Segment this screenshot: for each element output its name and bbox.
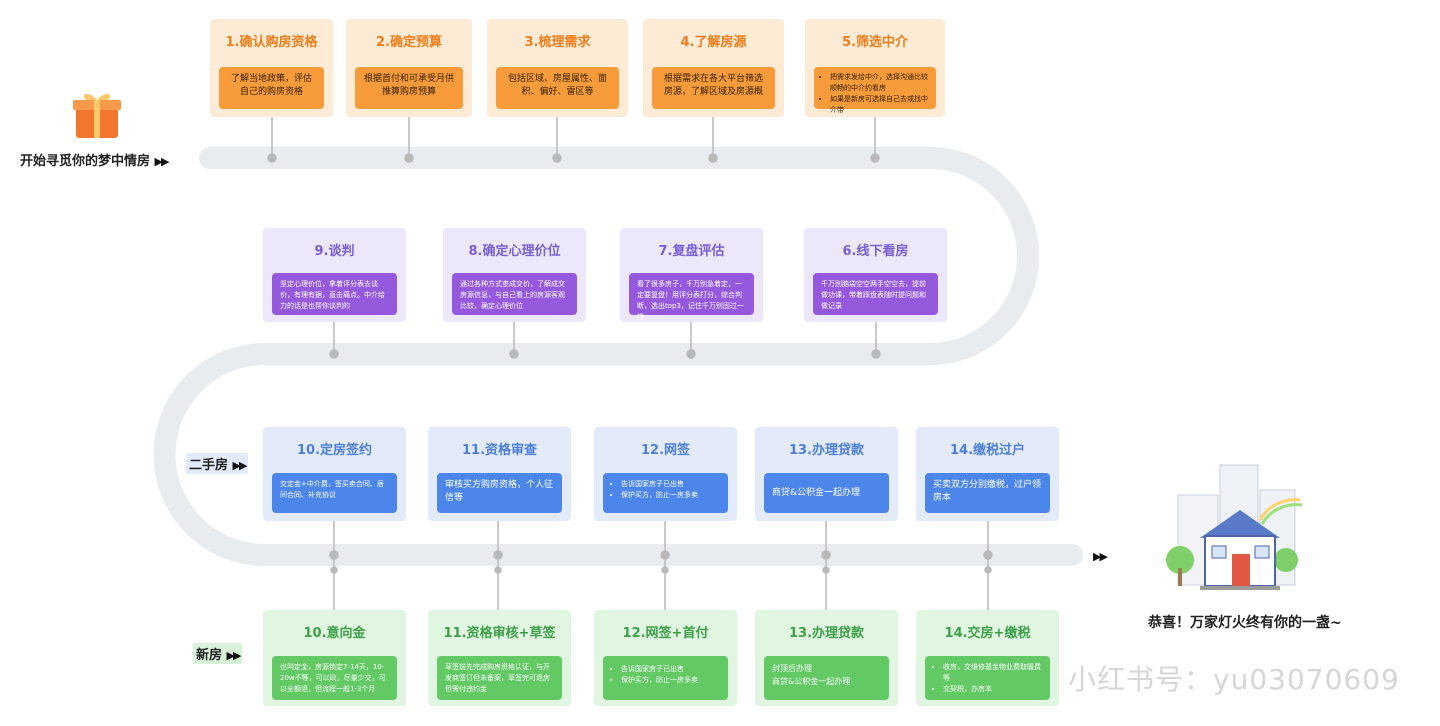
- step-title: 14.交房+缴税: [944, 626, 1031, 641]
- step-title: 14.缴税过户: [949, 443, 1026, 458]
- step-title: 4.了解房源: [680, 35, 747, 50]
- step-card-14-second: 14.缴税过户 买卖双方分别缴税，过户领房本: [916, 427, 1059, 521]
- step-body: 坚定心理价位，拿着评分表去谈价，有理有据，直击痛点。中介给力的话是也帮你谈判的: [272, 273, 397, 315]
- step-card-10-second: 10.定房签约 交定金+中介费，签买卖合同、居间合同、补充协议: [263, 427, 406, 521]
- step-card-12-second: 12.网签 告诉国家房子已出售 保护买方，防止一房多卖: [594, 427, 737, 521]
- step-card-14-new: 14.交房+缴税 收房，交维修基金物业费取暖费等 交契税，办房本: [916, 610, 1059, 706]
- step-body: 收房，交维修基金物业费取暖费等 交契税，办房本: [925, 656, 1050, 700]
- step-body: 交定金+中介费，签买卖合同、居间合同、补充协议: [272, 473, 397, 513]
- step-bullets: 告诉国家房子已出售 保护买方，防止一房多卖: [611, 479, 720, 501]
- step-title: 10.意向金: [303, 626, 366, 641]
- step-body: 看了很多房子，千万别急着定，一定要复盘！用评分表打分，综合判断，选出top3，记…: [629, 273, 754, 321]
- step-card-6: 6.线下看房 千万别脑袋空空两手空空去，提前做功课，带着踩盘表随时提问题和做记录: [804, 228, 947, 322]
- step-body: 草签前先完成购房资格认证，与开发商签订但未备案，草签完可退房但需付违约金: [437, 656, 562, 700]
- step-title: 10.定房签约: [296, 443, 373, 458]
- start-arrow-icon: ▶▶: [154, 155, 170, 168]
- second-hand-arrow-icon: ▶▶: [232, 459, 248, 472]
- end-arrow-icon: ▶▶: [1093, 550, 1108, 563]
- step-body: 千万别脑袋空空两手空空去，提前做功课，带着踩盘表随时提问题和做记录: [813, 273, 938, 315]
- step-body: 包括区域、房屋属性、面积、偏好、雷区等: [496, 67, 619, 109]
- bullet-item: 告诉国家房子已出售: [621, 664, 720, 675]
- step-card-11-new: 11.资格审核+草签 草签前先完成购房资格认证，与开发商签订但未备案，草签完可退…: [428, 610, 571, 706]
- house-icon: [1166, 464, 1303, 590]
- final-text: 恭喜！万家灯火终有你的一盏~: [1148, 615, 1342, 631]
- step-title: 11.资格审查: [461, 443, 538, 458]
- step-body: 根据首付和可承受月供推算购房预算: [355, 67, 463, 109]
- new-house-arrow-icon: ▶▶: [226, 649, 242, 662]
- step-card-12-new: 12.网签+首付 告诉国家房子已出售 保护买方，防止一房多卖: [594, 610, 737, 706]
- step-body: 了解当地政策，评估自己的购房资格: [219, 67, 324, 109]
- step-bullets: 把需求发给中介，选择沟通比较顺畅的中介约看房 如果是新房可选择自己去或找中介带: [820, 72, 930, 116]
- step-title: 13.办理贷款: [788, 626, 865, 641]
- bullet-item: 把需求发给中介，选择沟通比较顺畅的中介约看房: [830, 72, 930, 94]
- step-body: 告诉国家房子已出售 保护买方，防止一房多卖: [603, 473, 728, 513]
- bullet-item: 保护买方，防止一房多卖: [621, 675, 720, 686]
- bullet-item: 保护买方，防止一房多卖: [621, 490, 720, 501]
- bullet-item: 收房，交维修基金物业费取暖费等: [943, 662, 1042, 684]
- step-body: 把需求发给中介，选择沟通比较顺畅的中介约看房 如果是新房可选择自己去或找中介带: [814, 67, 936, 114]
- step-body: 根据需求在各大平台筛选房源，了解区域及房源概: [652, 67, 775, 109]
- step-title: 3.梳理需求: [524, 35, 591, 50]
- step-body: 告诉国家房子已出售 保护买方，防止一房多卖: [603, 656, 728, 700]
- step-card-1: 1.确认购房资格 了解当地政策，评估自己的购房资格: [210, 19, 333, 117]
- step-title: 12.网签: [640, 443, 691, 458]
- watermark: 小红书号：yu03070609: [1068, 663, 1400, 696]
- step-card-2: 2.确定预算 根据首付和可承受月供推算购房预算: [346, 19, 472, 117]
- step-card-4: 4.了解房源 根据需求在各大平台筛选房源，了解区域及房源概: [643, 19, 784, 117]
- step-title: 1.确认购房资格: [225, 35, 318, 50]
- step-title: 6.线下看房: [842, 244, 909, 259]
- step-card-8: 8.确定心理价位 通过各种方式查成交价，了解成交房源信息，与自己看上的房源客观比…: [443, 228, 586, 322]
- step-title: 12.网签+首付: [622, 626, 709, 641]
- step-card-11-second: 11.资格审查 审核买方购房资格，个人征信等: [428, 427, 571, 521]
- step-card-10-new: 10.意向金 也叫定金，房源锁定7-14天，10-20w不等，可以砍，尽量少交，…: [263, 610, 406, 706]
- step-title: 11.资格审核+草签: [443, 626, 556, 641]
- step-card-7: 7.复盘评估 看了很多房子，千万别急着定，一定要复盘！用评分表打分，综合判断，选…: [620, 228, 763, 322]
- step-title: 7.复盘评估: [658, 244, 725, 259]
- bullet-item: 告诉国家房子已出售: [621, 479, 720, 490]
- step-body: 通过各种方式查成交价，了解成交房源信息，与自己看上的房源客观比较，确定心理价位: [452, 273, 577, 315]
- bullet-item: 如果是新房可选择自己去或找中介带: [830, 94, 930, 116]
- step-card-9: 9.谈判 坚定心理价位，拿着评分表去谈价，有理有据，直击痛点。中介给力的话是也帮…: [263, 228, 406, 322]
- step-title: 2.确定预算: [376, 35, 442, 50]
- gift-icon: [73, 93, 121, 138]
- step-card-13-new: 13.办理贷款 封顶后办理 商贷&公积金一起办理: [755, 610, 898, 706]
- step-title: 13.办理贷款: [788, 443, 865, 458]
- step-body: 也叫定金，房源锁定7-14天，10-20w不等，可以砍，尽量少交，可以全额退，但…: [272, 656, 397, 700]
- step-body: 封顶后办理 商贷&公积金一起办理: [764, 656, 889, 700]
- step-bullets: 收房，交维修基金物业费取暖费等 交契税，办房本: [933, 662, 1042, 695]
- step-body: 商贷&公积金一起办理: [764, 473, 889, 513]
- new-house-label: 新房 ▶▶: [193, 643, 243, 664]
- step-card-3: 3.梳理需求 包括区域、房屋属性、面积、偏好、雷区等: [487, 19, 628, 117]
- step-title: 9.谈判: [314, 244, 355, 259]
- step-card-13-second: 13.办理贷款 商贷&公积金一起办理: [755, 427, 898, 521]
- start-label: 开始寻觅你的梦中情房 ▶▶: [20, 154, 170, 169]
- bullet-item: 交契税，办房本: [943, 684, 1042, 695]
- step-body: 买卖双方分别缴税，过户领房本: [925, 473, 1050, 513]
- step-title: 5.筛选中介: [842, 35, 908, 50]
- second-hand-label: 二手房 ▶▶: [186, 453, 249, 474]
- step-title: 8.确定心理价位: [468, 244, 561, 259]
- step-body: 审核买方购房资格，个人征信等: [437, 473, 562, 513]
- step-card-5: 5.筛选中介 把需求发给中介，选择沟通比较顺畅的中介约看房 如果是新房可选择自己…: [805, 19, 945, 117]
- step-bullets: 告诉国家房子已出售 保护买方，防止一房多卖: [611, 664, 720, 686]
